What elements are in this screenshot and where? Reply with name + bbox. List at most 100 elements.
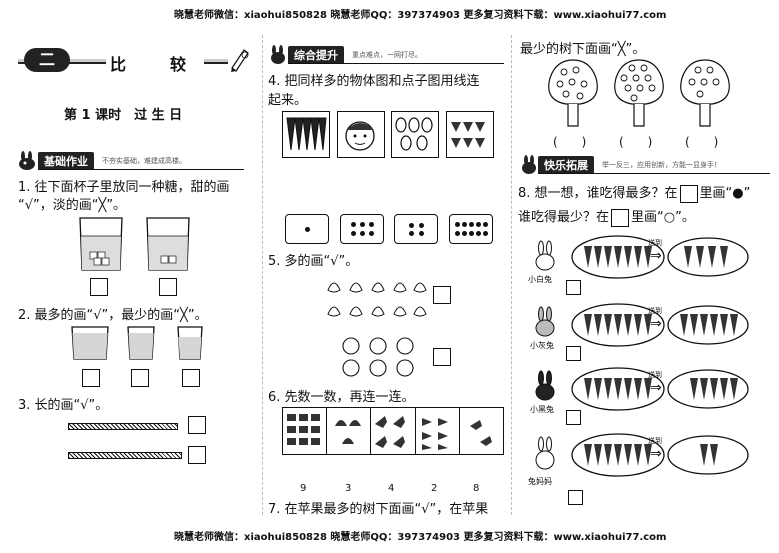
page-header: 晓慧老师微信：xiaohui850828 晓慧老师QQ：397374903 更多…	[174, 10, 667, 21]
section-tagline-basic: 不夯实基础，难建成高楼。	[102, 157, 186, 165]
question-6: 6. 先数一数，再连一连。	[268, 390, 415, 405]
short-bar-image	[68, 452, 182, 459]
answer-box-q1-a[interactable]	[90, 278, 108, 296]
give-label: 送到	[648, 437, 662, 445]
answer-box-q2-a[interactable]	[82, 369, 100, 387]
answer-box-most[interactable]	[679, 184, 698, 203]
sugar-cup-image	[79, 217, 123, 271]
arrow-icon: ⇒	[650, 446, 662, 462]
dot-card-6	[340, 214, 384, 244]
question-8-line-1: 8. 想一想，谁吃得最多？在 里画“●”	[518, 182, 750, 203]
question-4-line-1: 4. 把同样多的物体图和点子图用线连	[268, 74, 480, 89]
section-label-basic: 基础作业	[38, 152, 94, 170]
question-8-line-1-a: 8. 想一想，谁吃得最多？在	[518, 186, 678, 201]
object-picture-eggs	[391, 111, 439, 158]
apple-tree-image	[680, 59, 730, 127]
lesson-title: 第 1 课时 过 生 日	[64, 108, 183, 123]
rabbit-icon	[535, 370, 555, 401]
object-picture-grapes	[446, 111, 494, 158]
rabbit-icon	[535, 306, 555, 337]
dot-card-10	[449, 214, 493, 244]
answer-box-q1-b[interactable]	[159, 278, 177, 296]
answer-box-q5-a[interactable]	[433, 286, 451, 304]
apple-tree-image	[548, 59, 598, 127]
column-divider	[511, 35, 512, 515]
answer-box-least[interactable]	[611, 208, 630, 227]
peaches-image	[327, 282, 427, 317]
question-7-continued: 最少的树下面画“╳”。	[520, 42, 646, 57]
give-label: 送到	[648, 239, 662, 247]
count-number: 4	[388, 483, 395, 494]
rabbit-row: 兔妈妈 送到 ⇒	[528, 430, 768, 508]
carrot-plate-before	[571, 367, 665, 411]
answer-box-q2-b[interactable]	[131, 369, 149, 387]
question-3: 3. 长的画“√”。	[18, 398, 109, 413]
give-label: 送到	[648, 307, 662, 315]
question-8-line-2-b: 里画“○”。	[631, 210, 695, 225]
rabbit-name: 兔妈妈	[528, 477, 552, 486]
rabbit-answer-box[interactable]	[566, 410, 581, 425]
question-8-line-2-a: 谁吃得最少？在	[518, 210, 610, 225]
count-number: 2	[431, 483, 438, 494]
rabbit-answer-box[interactable]	[566, 346, 581, 361]
section-label-extension: 快乐拓展	[538, 156, 594, 174]
apples-image	[342, 337, 414, 377]
rabbit-icon	[535, 436, 555, 470]
water-cup-image	[71, 326, 109, 360]
section-banner-advanced: 综合提升 重点难点，一网打尽。	[268, 45, 506, 64]
section-tagline-advanced: 重点难点，一网打尽。	[352, 51, 422, 59]
carrot-plate-after	[667, 305, 749, 345]
answer-box-q5-b[interactable]	[433, 348, 451, 366]
count-cell-mushrooms	[327, 408, 372, 454]
rabbit-icon	[535, 240, 555, 271]
question-7: 7. 在苹果最多的树下面画“√”，在苹果	[268, 502, 489, 517]
answer-box-q3-a[interactable]	[188, 416, 206, 434]
object-picture-face	[337, 111, 385, 158]
carrot-plate-after	[667, 435, 749, 475]
sugar-cup-image	[146, 217, 190, 271]
question-2: 2. 最多的画“√”，最少的画“╳”。	[18, 308, 208, 323]
dot-card-1	[285, 214, 329, 244]
section-banner-extension: 快乐拓展 举一反三，应用创新，方能一显身手！	[520, 155, 770, 174]
count-cell-birds	[416, 408, 460, 454]
count-number: 3	[345, 483, 352, 494]
apple-tree-image	[614, 59, 664, 127]
section-banner-basic: 基础作业 不夯实基础，难建成高楼。	[16, 151, 246, 170]
question-4-line-2: 起来。	[268, 93, 308, 108]
section-label-advanced: 综合提升	[288, 46, 344, 64]
count-number: 8	[473, 483, 480, 494]
question-8-line-1-b: 里画“●”	[699, 186, 751, 201]
rabbit-mascot-icon	[271, 45, 285, 64]
count-number: 9	[300, 483, 307, 494]
question-1-line-1: 1. 往下面杯子里放同一种糖，甜的画	[18, 180, 230, 195]
rabbit-answer-box[interactable]	[566, 280, 581, 295]
count-cell-cups	[283, 408, 328, 454]
rabbit-name: 小白兔	[528, 275, 552, 284]
column-divider	[262, 35, 263, 515]
rabbit-mascot-icon	[19, 151, 35, 170]
page-footer: 晓慧老师微信：xiaohui850828 晓慧老师QQ：397374903 更多…	[174, 532, 667, 543]
tree-answer-paren: ( )	[685, 135, 719, 149]
pencil-icon	[231, 49, 249, 72]
answer-box-q2-c[interactable]	[182, 369, 200, 387]
question-1-line-2: “√”，淡的画“╳”。	[18, 198, 127, 213]
rabbit-name: 小黑兔	[530, 405, 554, 414]
carrot-plate-before	[571, 433, 665, 477]
water-cup-image	[177, 326, 203, 360]
rabbit-row: 小黑兔 送到 ⇒	[528, 364, 768, 430]
rabbit-row: 小白兔 送到 ⇒	[528, 232, 768, 298]
unit-banner: 二 比 较	[18, 48, 249, 75]
long-bar-image	[68, 423, 178, 430]
answer-box-q3-b[interactable]	[188, 446, 206, 464]
rabbit-name: 小灰兔	[530, 341, 554, 350]
rabbit-answer-box[interactable]	[568, 490, 583, 505]
unit-number: 二	[38, 50, 55, 69]
unit-title: 比 较	[106, 51, 205, 75]
arrow-icon: ⇒	[650, 248, 662, 264]
carrot-plate-after	[667, 237, 749, 277]
tree-answer-paren: ( )	[553, 135, 587, 149]
section-tagline-extension: 举一反三，应用创新，方能一显身手！	[602, 161, 721, 169]
dot-card-4	[394, 214, 438, 244]
arrow-icon: ⇒	[650, 316, 662, 332]
question-5: 5. 多的画“√”。	[268, 254, 359, 269]
